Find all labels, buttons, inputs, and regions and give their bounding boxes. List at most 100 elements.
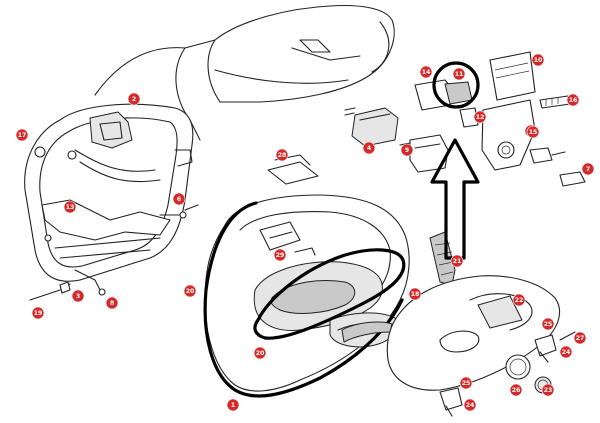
callout-marker [226, 398, 240, 412]
callout-marker [419, 65, 433, 79]
callout-number: 26 [512, 387, 521, 394]
highlight-outline [203, 201, 406, 398]
callout-number: 20 [186, 288, 195, 295]
callout-marker [172, 192, 186, 206]
callout-17: 17 [15, 128, 29, 142]
hinge-parts [439, 331, 576, 417]
callout-marker [31, 306, 45, 320]
callout-27: 27 [573, 331, 587, 345]
callout-4: 4 [362, 141, 376, 155]
callout-marker [559, 345, 573, 359]
callout-18: 18 [408, 287, 422, 301]
callout-15: 15 [526, 125, 540, 139]
callout-9: 9 [400, 143, 414, 157]
callout-6: 6 [172, 192, 186, 206]
callout-number: 29 [276, 252, 285, 259]
callout-28: 28 [275, 148, 289, 162]
callout-number: 12 [476, 114, 485, 121]
background-outline [94, 5, 395, 141]
callout-1: 1 [226, 398, 240, 412]
callout-number: 28 [278, 152, 287, 159]
callout-number: 25 [544, 321, 553, 328]
callout-number: 20 [256, 350, 265, 357]
callout-number: 2 [132, 96, 136, 103]
callout-number: 27 [576, 335, 585, 342]
callout-marker [581, 162, 595, 176]
callout-8: 8 [105, 296, 119, 310]
inner-panel [24, 103, 194, 282]
callout-marker [450, 254, 464, 268]
callout-number: 7 [586, 166, 590, 173]
callout-number: 6 [177, 196, 181, 203]
callout-number: 24 [466, 402, 475, 409]
callout-number: 1 [231, 402, 235, 409]
callout-number: 24 [562, 349, 571, 356]
left-fasteners [29, 204, 199, 301]
callout-10: 10 [531, 53, 545, 67]
mounting-bracket [267, 154, 319, 185]
callout-20: 20 [183, 284, 197, 298]
callout-number: 25 [462, 380, 471, 387]
callout-22: 22 [512, 293, 526, 307]
callout-7: 7 [581, 162, 595, 176]
callout-marker [512, 293, 526, 307]
callout-24: 24 [559, 345, 573, 359]
callout-19: 19 [31, 306, 45, 320]
callout-marker [71, 289, 85, 303]
callout-number: 13 [66, 204, 75, 211]
washer-part [34, 146, 46, 158]
part-callouts: 1234567891011121314151617181920202122232… [15, 53, 595, 412]
callout-14: 14 [419, 65, 433, 79]
callout-marker [408, 287, 422, 301]
callout-marker [275, 148, 289, 162]
callout-2: 2 [127, 92, 141, 106]
callout-26: 26 [509, 383, 523, 397]
callout-marker [183, 284, 197, 298]
callout-number: 9 [405, 147, 409, 154]
callout-marker [400, 143, 414, 157]
callout-marker [531, 53, 545, 67]
callout-12: 12 [473, 110, 487, 124]
callout-21: 21 [450, 254, 464, 268]
callout-marker [509, 383, 523, 397]
callout-marker [463, 398, 477, 412]
callout-number: 23 [544, 387, 553, 394]
callout-marker [273, 248, 287, 262]
callout-number: 22 [515, 297, 524, 304]
callout-marker [63, 200, 77, 214]
callout-number: 18 [411, 291, 420, 298]
callout-13: 13 [63, 200, 77, 214]
callout-marker [566, 93, 580, 107]
callout-number: 17 [18, 132, 27, 139]
callout-29: 29 [273, 248, 287, 262]
emblem-decal [341, 321, 393, 343]
callout-25: 25 [541, 317, 555, 331]
callout-marker [253, 346, 267, 360]
callout-marker [526, 125, 540, 139]
callout-number: 19 [34, 310, 43, 317]
callout-number: 16 [569, 97, 578, 104]
callout-marker [541, 317, 555, 331]
callout-marker [105, 296, 119, 310]
callout-24: 24 [463, 398, 477, 412]
callout-11: 11 [452, 67, 466, 81]
callout-marker [473, 110, 487, 124]
callout-16: 16 [566, 93, 580, 107]
callout-number: 15 [529, 129, 538, 136]
callout-marker [573, 331, 587, 345]
callout-number: 10 [534, 57, 543, 64]
callout-number: 3 [76, 293, 80, 300]
callout-marker [15, 128, 29, 142]
callout-marker [362, 141, 376, 155]
callout-23: 23 [541, 383, 555, 397]
callout-number: 21 [453, 258, 462, 265]
callout-number: 14 [422, 69, 431, 76]
callout-number: 8 [110, 300, 114, 307]
callout-number: 11 [455, 71, 464, 78]
callout-number: 4 [367, 145, 372, 152]
callout-arrow [430, 61, 480, 260]
callout-marker [127, 92, 141, 106]
callout-20: 20 [253, 346, 267, 360]
callout-25: 25 [459, 376, 473, 390]
